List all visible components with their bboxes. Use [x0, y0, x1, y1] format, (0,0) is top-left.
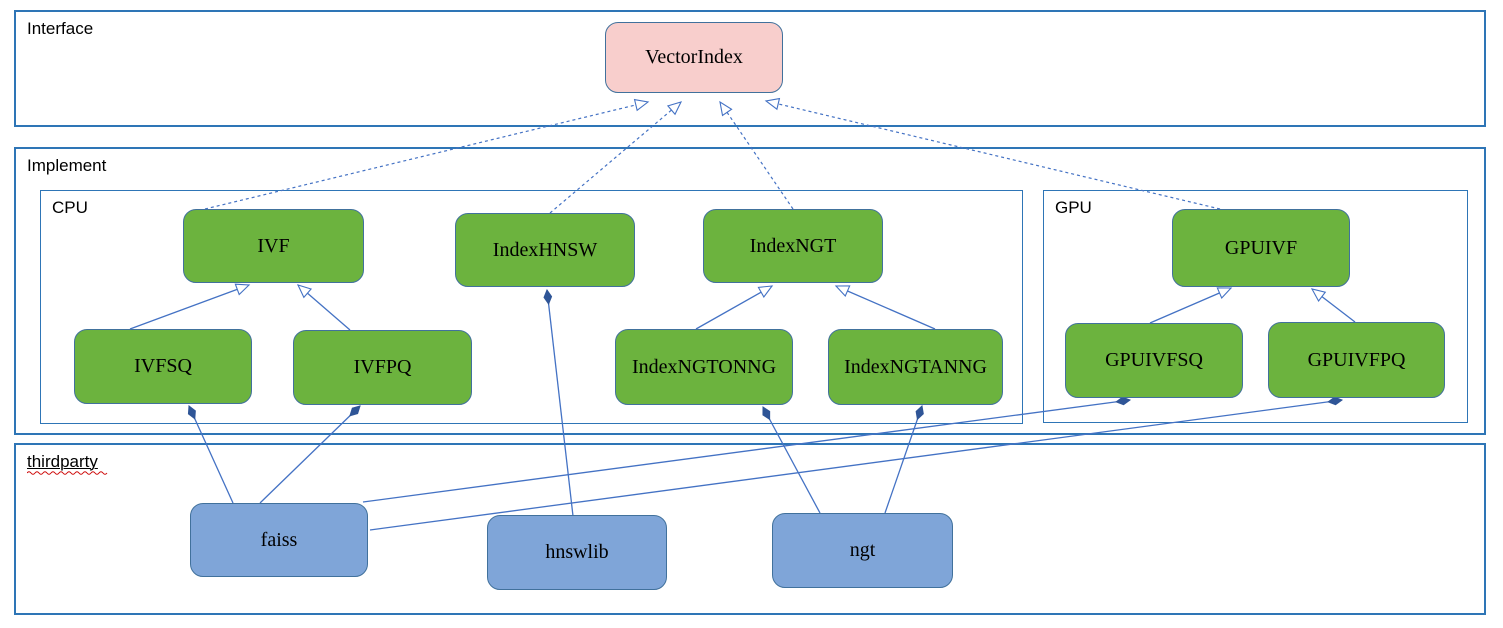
node-ivf-label: IVF — [257, 234, 290, 257]
node-ngt-label: ngt — [849, 539, 876, 561]
node-ngt[interactable]: ngt — [772, 513, 953, 588]
node-gpuivfpq[interactable]: GPUIVFPQ — [1268, 322, 1445, 398]
section-thirdparty-label: thirdparty — [27, 452, 109, 475]
node-ivfsq-label: IVFSQ — [134, 355, 192, 377]
section-gpu-label: GPU — [1055, 198, 1092, 217]
section-implement[interactable]: Implement — [14, 147, 1486, 435]
edge-gpuivfsq-extends-gpuivf[interactable] — [1149, 287, 1233, 324]
edge-indexngtonng-extends-indexngt[interactable] — [695, 285, 774, 330]
node-vectorindex-label: VectorIndex — [645, 46, 743, 68]
edge-faiss-composes-gpuivfsq[interactable] — [362, 400, 1130, 503]
section-cpu-label: CPU — [52, 198, 88, 217]
node-indexhnsw-label: IndexHNSW — [492, 238, 598, 261]
node-gpuivf-label: GPUIVF — [1224, 236, 1298, 259]
node-ivfpq-label: IVFPQ — [353, 356, 412, 378]
edge-ivf-realizes-vectorindex[interactable] — [204, 98, 650, 210]
node-indexngtonng-label: IndexNGTONNG — [631, 355, 777, 378]
edge-ivfpq-extends-ivf[interactable] — [296, 284, 351, 331]
edge-ngt-composes-indexngtanng[interactable] — [884, 406, 922, 514]
node-ivfpq[interactable]: IVFPQ — [293, 330, 472, 405]
edge-faiss-composes-ivfpq[interactable] — [259, 406, 360, 504]
section-thirdparty[interactable]: thirdparty — [14, 443, 1486, 615]
node-gpuivf[interactable]: GPUIVF — [1172, 209, 1350, 287]
node-indexngtonng[interactable]: IndexNGTONNG — [615, 329, 793, 405]
edge-indexhnsw-realizes-vectorindex[interactable] — [549, 101, 683, 214]
edge-ivfsq-extends-ivf[interactable] — [129, 283, 251, 330]
spellcheck-squiggle-icon — [27, 471, 108, 475]
node-indexhnsw[interactable]: IndexHNSW — [455, 213, 635, 287]
section-gpu[interactable]: GPU — [1043, 190, 1468, 423]
section-interface[interactable]: Interface — [14, 10, 1486, 127]
node-indexngtanng-label: IndexNGTANNG — [844, 355, 987, 378]
node-indexngt-label: IndexNGT — [749, 234, 837, 257]
edge-faiss-composes-ivfsq[interactable] — [189, 406, 234, 504]
section-cpu[interactable]: CPU — [40, 190, 1023, 424]
node-indexngt[interactable]: IndexNGT — [703, 209, 883, 283]
node-gpuivfsq-label: GPUIVFSQ — [1105, 349, 1203, 371]
section-interface-label: Interface — [27, 19, 94, 38]
edge-hnswlib-composes-indexhnsw[interactable] — [547, 290, 574, 517]
node-indexngtanng[interactable]: IndexNGTANNG — [828, 329, 1003, 405]
edge-faiss-composes-gpuivfpq[interactable] — [369, 400, 1342, 531]
edge-gpuivfpq-extends-gpuivf[interactable] — [1310, 288, 1356, 323]
node-gpuivfsq[interactable]: GPUIVFSQ — [1065, 323, 1243, 398]
node-faiss-label: faiss — [260, 528, 298, 551]
node-ivf[interactable]: IVF — [183, 209, 364, 283]
section-implement-label: Implement — [27, 156, 107, 175]
node-faiss[interactable]: faiss — [190, 503, 368, 577]
node-ivfsq[interactable]: IVFSQ — [74, 329, 252, 404]
node-gpuivfpq-label: GPUIVFPQ — [1307, 348, 1406, 371]
node-vectorindex[interactable]: VectorIndex — [605, 22, 783, 93]
edge-indexngt-realizes-vectorindex[interactable] — [719, 100, 794, 210]
node-hnswlib-label: hnswlib — [545, 541, 609, 563]
node-hnswlib[interactable]: hnswlib — [487, 515, 667, 590]
section-thirdparty-text: thirdparty — [27, 452, 98, 471]
edge-ngt-composes-indexngtonng[interactable] — [762, 407, 821, 514]
edge-gpuivf-realizes-vectorindex[interactable] — [764, 97, 1221, 210]
edge-indexngtanng-extends-indexngt[interactable] — [834, 285, 936, 330]
